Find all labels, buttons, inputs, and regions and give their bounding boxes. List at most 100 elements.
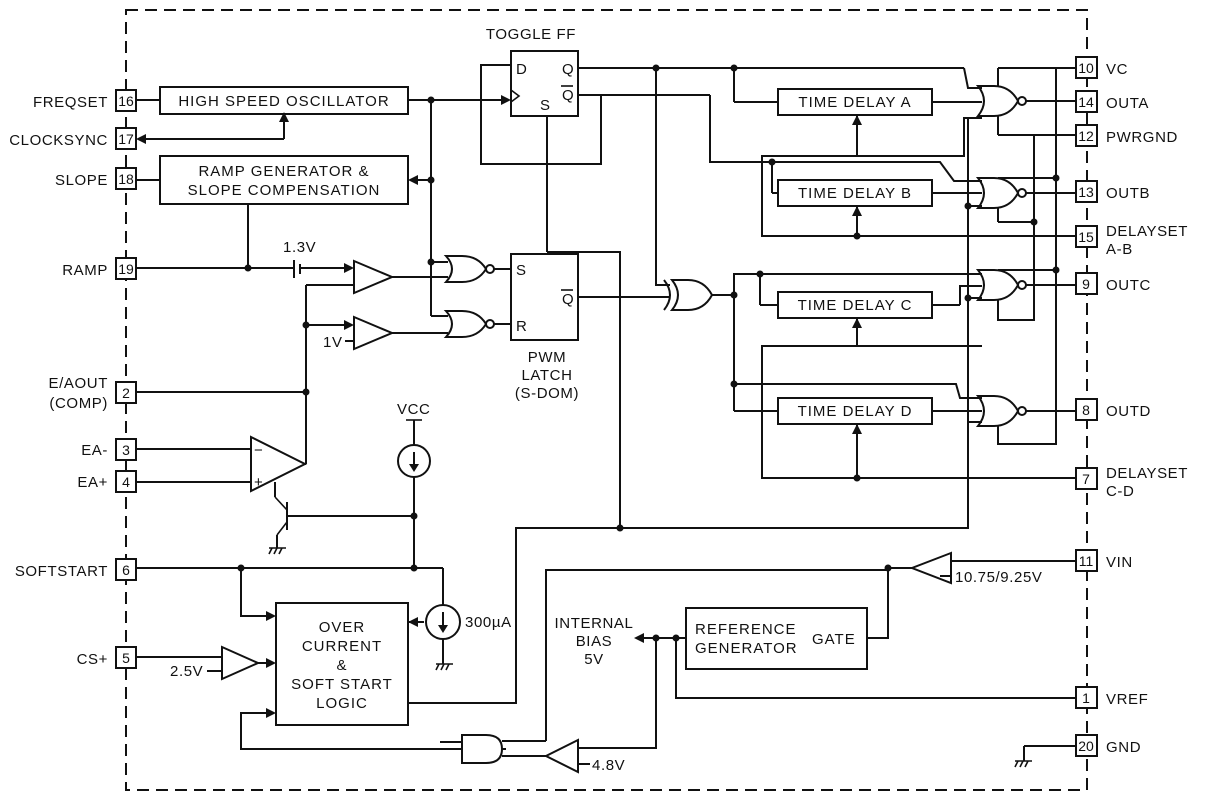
battery-1-3v [293,260,301,278]
pin-number: 3 [122,442,130,458]
pin-number: 5 [122,650,130,666]
junction-dots [237,64,1060,642]
pin-label-sub: C-D [1106,483,1134,500]
svg-text:HIGH SPEED OSCILLATOR: HIGH SPEED OSCILLATOR [178,93,389,110]
label-4-8v: 4.8V [592,757,625,774]
pin-label: DELAYSET [1106,465,1188,482]
toggle-ff-title: TOGGLE FF [486,26,576,43]
pwm-comparator [353,259,395,295]
label-1v: 1V [323,334,343,351]
label-internal-bias-1: INTERNAL [555,615,634,632]
uvlo-comparator [909,551,952,585]
label-300ua: 300µA [465,614,512,631]
latch-caption-1: PWM [528,349,566,366]
label-internal-bias-3: 5V [584,651,604,668]
pin-label: SLOPE [55,172,108,189]
svg-text:GENERATOR: GENERATOR [695,640,798,657]
svg-text:TIME DELAY C: TIME DELAY C [798,297,913,314]
pin-ea-plus: EA+ 4 [77,470,137,493]
latch-qbar-label: Q [562,291,574,308]
pin-label: E/AOUT [49,375,108,392]
pin-label: VC [1106,61,1128,78]
ff-s-label: S [540,97,551,114]
pin-label: CLOCKSYNC [9,132,108,149]
pin-slope: SLOPE 18 [55,167,137,190]
latch-caption-3: (S-DOM) [515,385,579,402]
pin-label: VIN [1106,554,1133,571]
and-gate [461,734,504,764]
label-2-5v: 2.5V [170,663,203,680]
reference-generator-block: REFERENCE GENERATOR GATE [685,607,868,670]
svg-text:TIME DELAY B: TIME DELAY B [798,185,912,202]
pin-delayset-cd: 7 DELAYSET C-D [1075,465,1188,500]
pin-label: FREQSET [33,94,108,111]
nor-gate-outa [975,85,1027,117]
time-delay-b: TIME DELAY B [777,179,933,207]
svg-text:&: & [336,657,347,674]
latch-s-label: S [516,262,527,279]
pin-number: 15 [1078,229,1094,245]
pin-number: 11 [1079,553,1094,569]
pin-number: 13 [1078,184,1094,200]
ground-symbol [268,547,286,555]
ea-minus-sign: − [254,442,263,459]
nor-gate-outb [975,177,1027,209]
pin-number: 4 [122,474,130,490]
svg-text:OVER: OVER [319,619,366,636]
error-amplifier: − + [250,435,308,493]
pin-label: PWRGND [1106,129,1178,146]
pin-number: 1 [1082,690,1090,706]
svg-text:TIME DELAY A: TIME DELAY A [798,94,911,111]
ground-symbol [435,663,453,671]
pin-label: EA+ [77,474,108,491]
svg-text:CURRENT: CURRENT [302,638,382,655]
pin-label: DELAYSET [1106,223,1188,240]
svg-text:REFERENCE: REFERENCE [695,621,797,638]
pin-number: 8 [1082,402,1090,418]
svg-text:SOFT START: SOFT START [291,676,393,693]
nor-gate-set [443,255,495,283]
label-vcc: VCC [397,401,430,418]
latch-r-label: R [516,318,527,335]
toggle-flip-flop: D Q Q S [510,50,579,117]
pin-outc: 9 OUTC [1075,272,1150,295]
pin-number: 7 [1082,471,1090,487]
pin-number: 9 [1082,276,1090,292]
pin-clocksync: CLOCKSYNC 17 [9,127,137,150]
pin-vref: 1 VREF [1075,686,1148,709]
time-delay-c: TIME DELAY C [777,291,933,319]
pin-label: CS+ [77,651,108,668]
ff-d-label: D [516,61,527,78]
pin-cs-plus: CS+ 5 [77,646,137,669]
svg-text:RAMP GENERATOR &: RAMP GENERATOR & [198,163,369,180]
ff-q-label: Q [562,61,574,78]
time-delay-d: TIME DELAY D [777,397,933,425]
vcc-current-source [397,444,431,478]
pin-softstart: SOFTSTART 6 [15,558,137,581]
svg-text:TIME DELAY D: TIME DELAY D [798,403,913,420]
pin-label: OUTA [1106,95,1149,112]
time-delay-a: TIME DELAY A [777,88,933,116]
nor-gate-outd [975,395,1027,427]
cs-comparator [221,645,261,681]
ramp-generator-block: RAMP GENERATOR & SLOPE COMPENSATION [159,155,409,205]
pin-label: EA- [81,442,108,459]
ff-qbar-label: Q [562,87,574,104]
pin-freqset: FREQSET 16 [33,89,137,112]
pin-label-sub: (COMP) [49,395,108,412]
label-internal-bias-2: BIAS [576,633,613,650]
pin-number: 2 [122,385,130,401]
pin-number: 12 [1078,128,1094,144]
pin-outd: 8 OUTD [1075,398,1150,421]
pin-pwrgnd: 12 PWRGND [1075,124,1178,147]
label-uvlo-threshold: 10.75/9.25V [955,569,1043,586]
pin-number: 20 [1078,738,1094,754]
pin-vc: 10 VC [1075,56,1128,79]
pin-label: VREF [1106,691,1148,708]
nor-gate-reset [443,310,495,338]
pin-delayset-ab: 15 DELAYSET A-B [1075,223,1188,258]
pin-eaout: E/AOUT (COMP) 2 [49,375,137,412]
pin-outb: 13 OUTB [1075,180,1150,203]
pin-label: OUTB [1106,185,1150,202]
